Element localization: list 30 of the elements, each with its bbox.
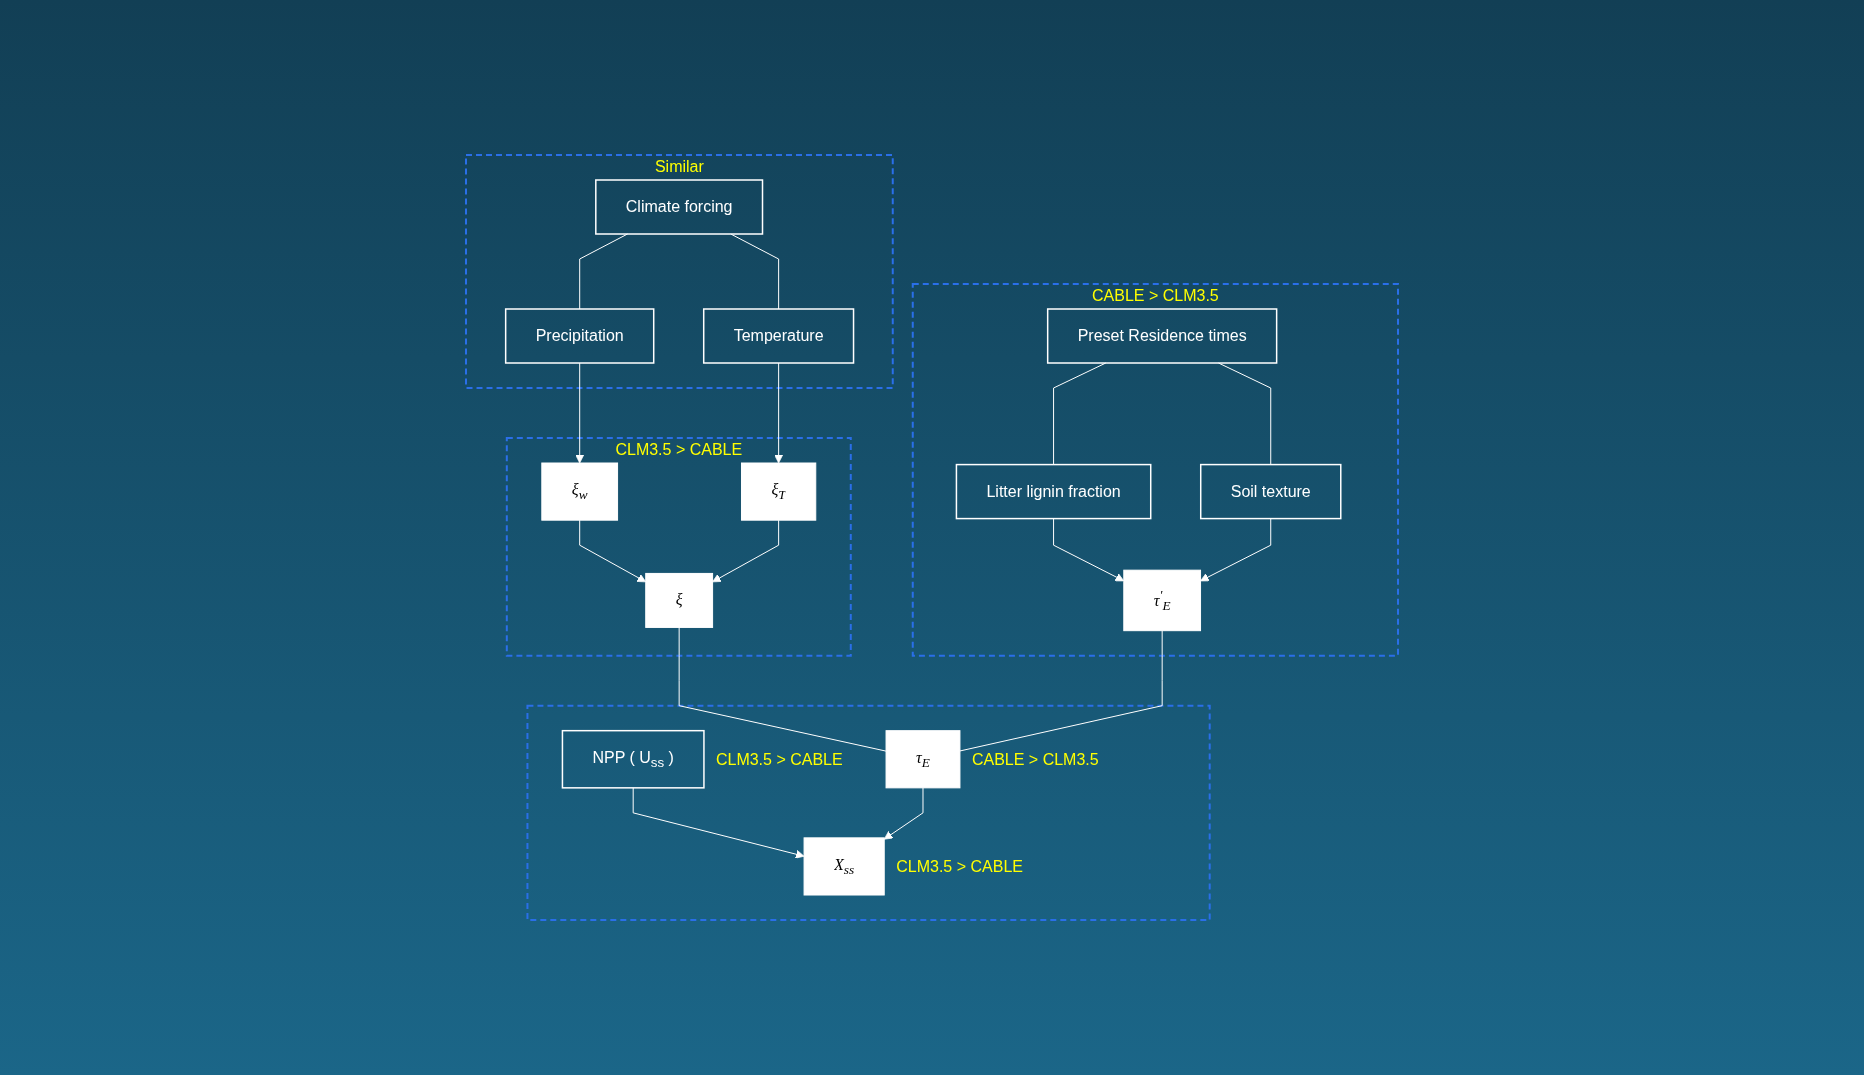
arrow <box>712 519 780 583</box>
arrow <box>1053 518 1125 582</box>
node-box: ξ <box>645 572 714 628</box>
node-box: Climate forcing <box>595 179 764 235</box>
node-box: ξ$_{T}$ <box>741 462 817 521</box>
arrow <box>575 362 585 464</box>
arrow <box>579 519 647 583</box>
node-box: NPP ( U$_{ss}$ ) <box>561 729 705 789</box>
node-box: Temperature <box>702 308 855 364</box>
node-box: Precipitation <box>504 308 655 364</box>
arrow <box>774 362 784 464</box>
node-box: Litter lignin fraction <box>955 463 1152 520</box>
connector <box>1053 362 1107 466</box>
node-box: ξ$_{w}$ <box>541 462 619 521</box>
arrow <box>1200 518 1272 582</box>
node-box: τ$_{E}$ <box>885 730 961 789</box>
connector <box>678 626 887 752</box>
model-comparison-note: CLM3.5 > CABLE <box>896 858 1023 876</box>
model-comparison-note: CABLE > CLM3.5 <box>971 751 1099 769</box>
node-box: Soil texture <box>1199 463 1342 520</box>
node-box: Preset Residence times <box>1046 308 1278 364</box>
connector <box>730 233 780 310</box>
model-comparison-note: CLM3.5 > CABLE <box>715 751 843 769</box>
node-box: X$_{ss}$ <box>803 837 885 896</box>
cluster <box>526 704 1211 921</box>
connector <box>579 233 628 310</box>
arrow <box>632 787 805 859</box>
arrow <box>883 787 924 840</box>
connector <box>959 630 1163 752</box>
connector <box>1218 362 1272 466</box>
